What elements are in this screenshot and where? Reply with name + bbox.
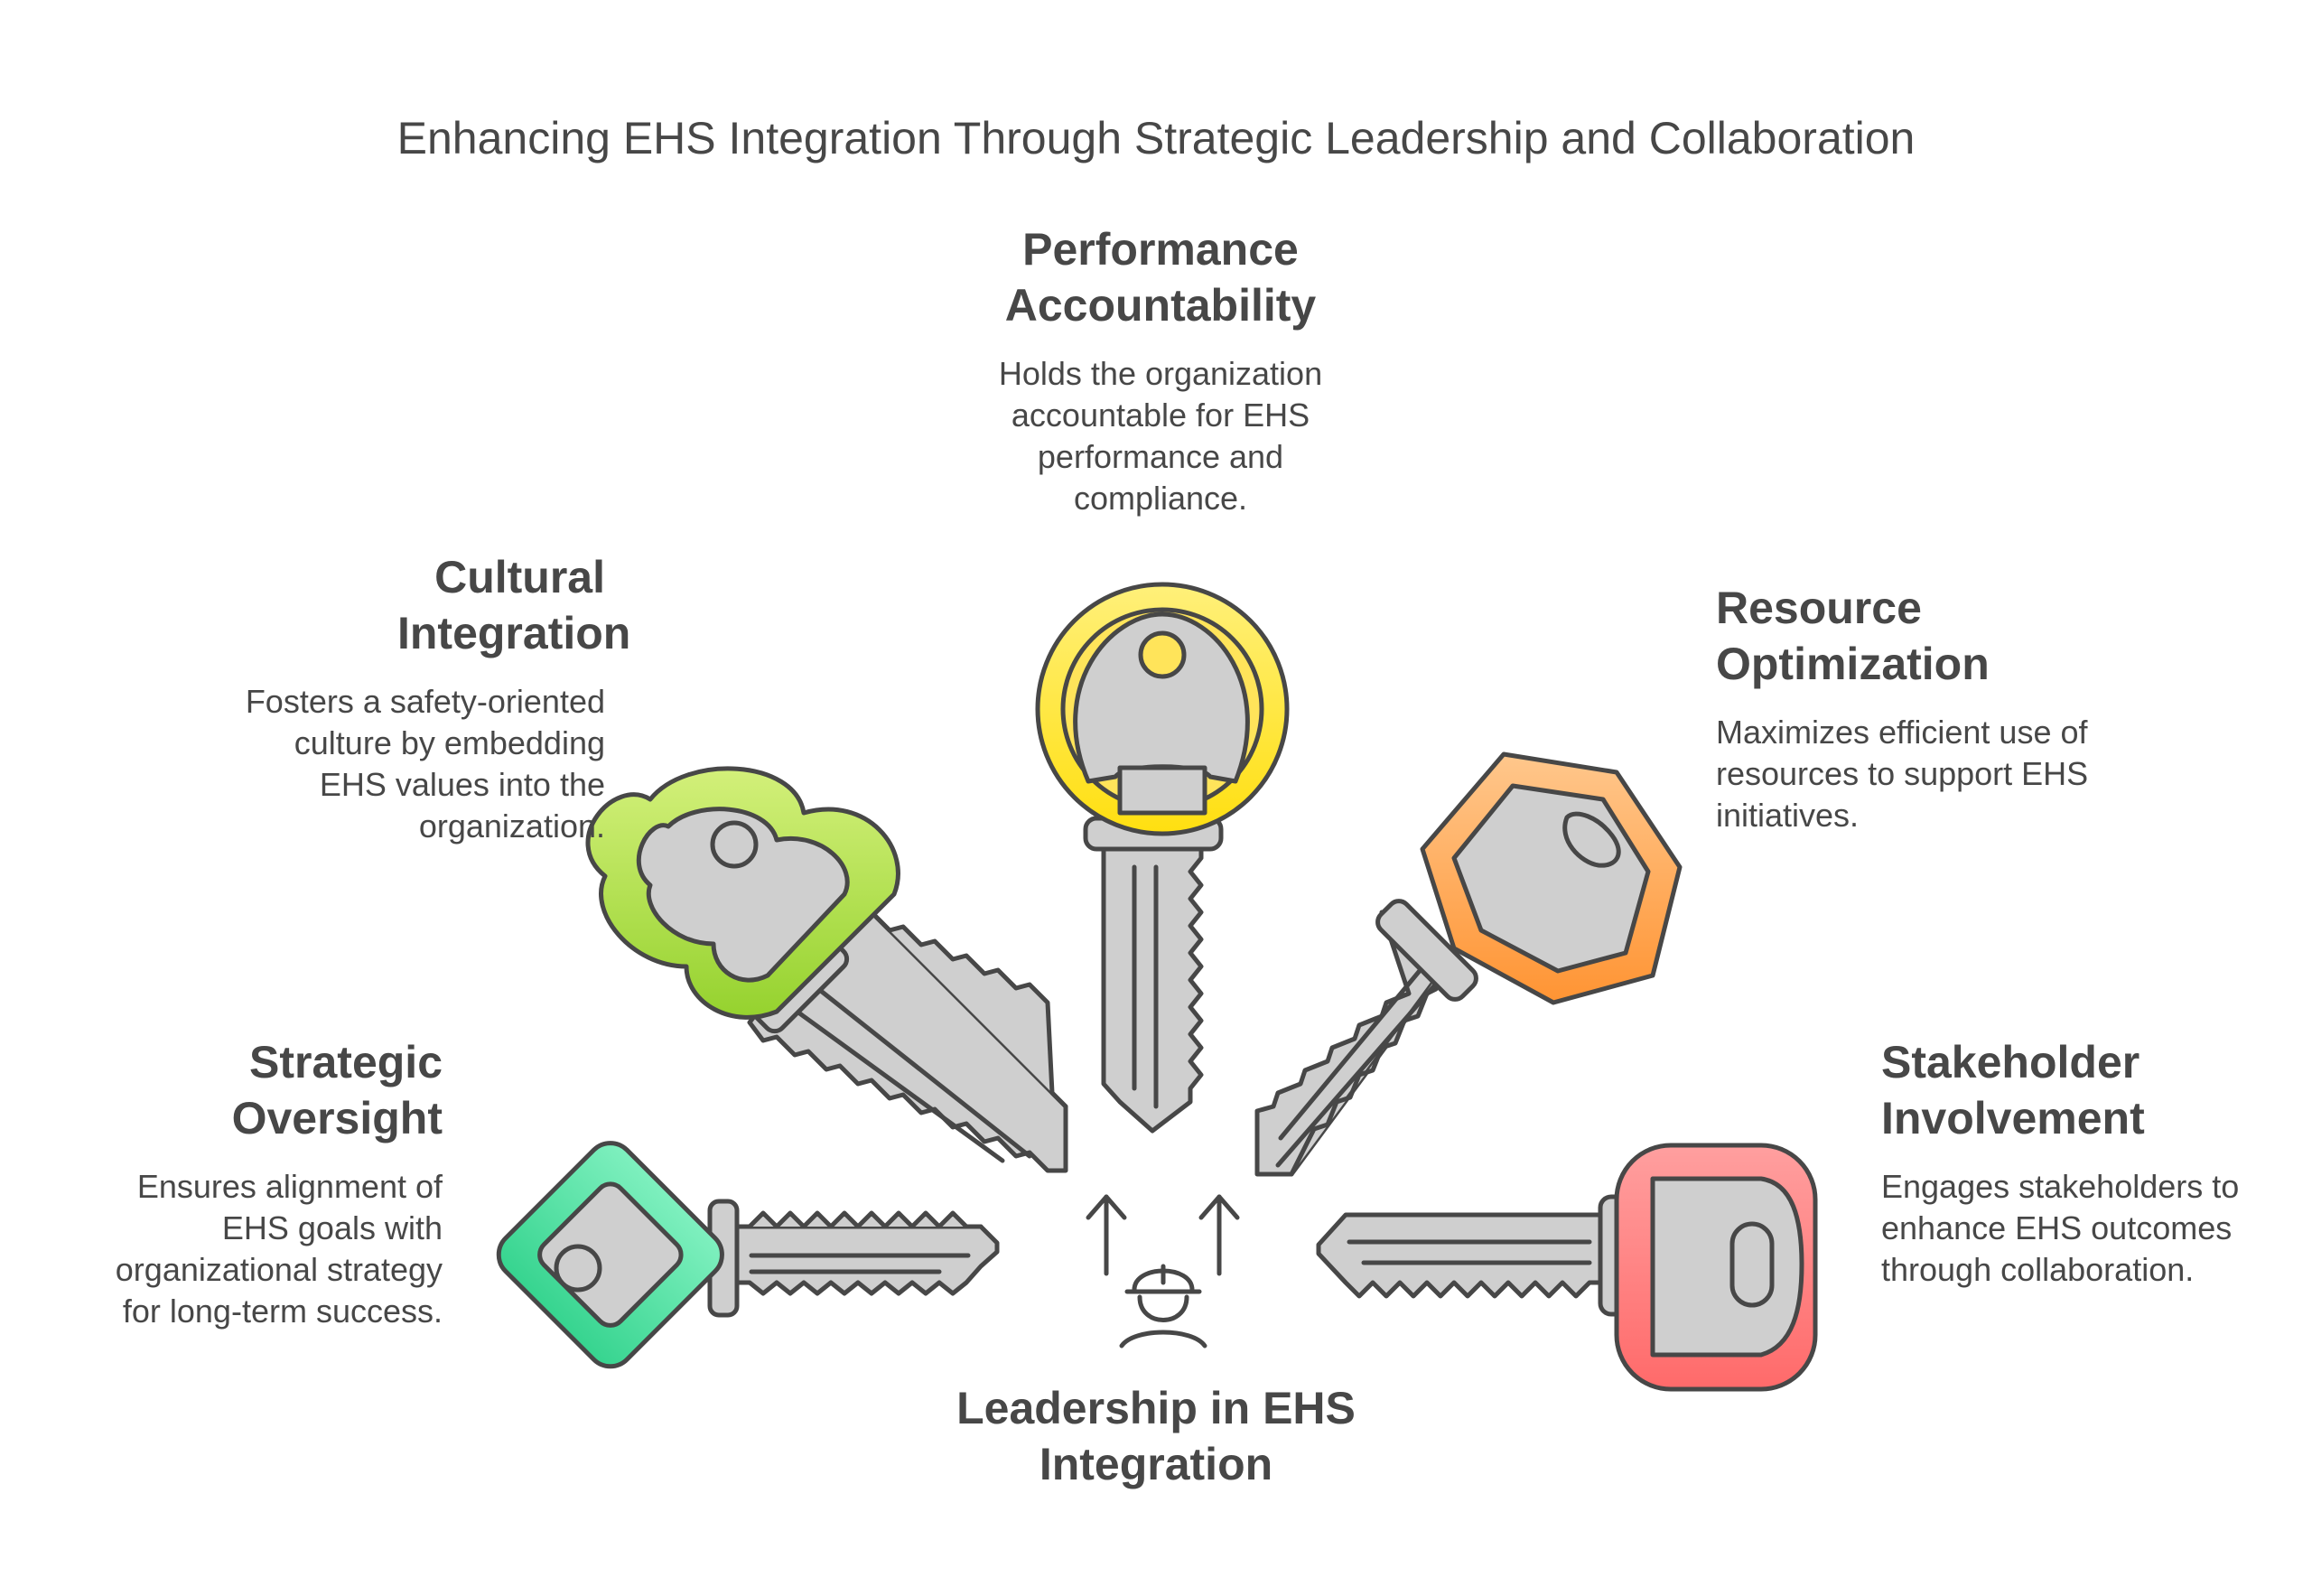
- left-up-arrow-icon: [1086, 1194, 1127, 1276]
- stakeholder-involvement-title: Stakeholder Involvement: [1881, 1037, 2145, 1143]
- cultural-integration-key: [585, 766, 1068, 1173]
- stakeholder-involvement-block: Stakeholder Involvement Engages stakehol…: [1881, 1034, 2261, 1291]
- strategic-oversight-block: Strategic Oversight Ensures alignment of…: [72, 1034, 443, 1332]
- round-key-icon: [1035, 582, 1290, 1134]
- strategic-oversight-key: [496, 1141, 1000, 1369]
- stakeholder-involvement-description: Engages stakeholders to enhance EHS outc…: [1881, 1168, 2240, 1288]
- cultural-integration-description: Fosters a safety-oriented culture by emb…: [245, 683, 605, 845]
- resource-optimization-block: Resource Optimization Maximizes efficien…: [1716, 580, 2095, 836]
- stakeholder-involvement-key: [1316, 1143, 1818, 1392]
- performance-accountability-description: Holds the organization accountable for E…: [998, 355, 1323, 517]
- performance-accountability-block: Performance Accountability Holds the org…: [957, 221, 1364, 519]
- clover-key-icon: [585, 766, 1068, 1173]
- hexagon-key-icon: [1254, 751, 1683, 1177]
- cultural-integration-title: Cultural Integration: [397, 552, 631, 658]
- center-hub-graphics: [1086, 1194, 1240, 1349]
- strategic-oversight-description: Ensures alignment of EHS goals with orga…: [115, 1168, 443, 1330]
- resource-optimization-title: Resource Optimization: [1716, 583, 1990, 689]
- page-title: Enhancing EHS Integration Through Strate…: [396, 113, 1916, 163]
- right-up-arrow-icon: [1198, 1194, 1240, 1276]
- center-label: Leadership in EHS Integration: [956, 1383, 1356, 1489]
- resource-optimization-description: Maximizes efficient use of resources to …: [1716, 714, 2089, 834]
- resource-optimization-key: [1254, 751, 1683, 1177]
- strategic-oversight-title: Strategic Oversight: [231, 1037, 443, 1143]
- diamond-key-icon: [496, 1141, 1000, 1369]
- performance-accountability-key: [1035, 582, 1290, 1134]
- rounded-rectangle-key-icon: [1316, 1143, 1818, 1392]
- cultural-integration-block: Cultural Integration Fosters a safety-or…: [244, 549, 631, 847]
- performance-accountability-title: Performance Accountability: [1004, 224, 1317, 331]
- worker-hardhat-icon: [1119, 1264, 1207, 1349]
